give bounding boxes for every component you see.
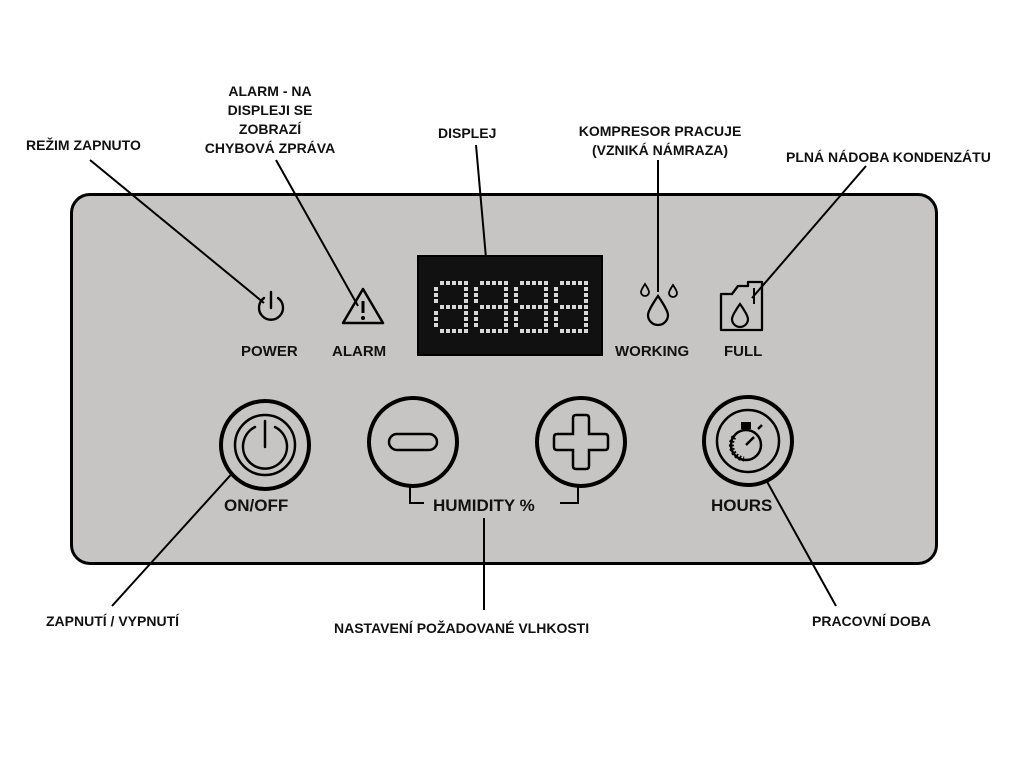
lcd-display: 8888 — [417, 255, 603, 356]
callout-on-off: ZAPNUTÍ / VYPNUTÍ — [46, 613, 180, 629]
plus-icon — [552, 413, 610, 471]
callout-working-time: PRACOVNÍ DOBA — [812, 613, 932, 629]
leader-hours — [754, 459, 837, 607]
callout-humidity-setting: NASTAVENÍ POŽADOVANÉ VLHKOSTI — [334, 620, 590, 636]
power-icon — [241, 419, 289, 470]
callout-alarm: ALARM - NA DISPLEJI SE ZOBRAZÍ CHYBOVÁ Z… — [204, 83, 336, 156]
humidity-minus-button[interactable] — [363, 395, 463, 491]
leader-alarm — [275, 159, 359, 307]
leader-display — [475, 144, 487, 259]
callout-power-mode: REŽIM ZAPNUTO — [26, 137, 141, 153]
indicator-label-power: POWER — [241, 343, 298, 360]
water-drops-icon — [640, 282, 678, 327]
stopwatch-icon — [728, 422, 763, 462]
button-label-humidity: HUMIDITY % — [433, 496, 535, 515]
leader-tank-full — [751, 165, 867, 299]
humidity-bracket — [560, 482, 579, 504]
callout-tank-full: PLNÁ NÁDOBA KONDENZÁTU — [786, 149, 991, 165]
humidity-plus-button[interactable] — [531, 395, 631, 491]
humidity-bracket — [409, 482, 424, 504]
indicator-label-full: FULL — [724, 343, 763, 360]
lcd-digits — [434, 281, 588, 333]
button-label-hours: HOURS — [711, 496, 773, 515]
button-label-on-off: ON/OFF — [224, 496, 289, 515]
lcd-digit — [514, 281, 548, 333]
on-off-button[interactable] — [215, 397, 315, 497]
callout-compressor: KOMPRESOR PRACUJE (VZNIKÁ NÁMRAZA) — [578, 123, 742, 158]
lcd-digit — [474, 281, 508, 333]
water-tank-icon — [719, 280, 764, 332]
indicator-label-alarm: ALARM — [332, 343, 387, 360]
hours-button[interactable] — [698, 393, 798, 493]
callout-display: DISPLEJ — [438, 125, 497, 141]
indicator-label-working: WORKING — [615, 343, 690, 360]
warning-triangle-icon — [341, 287, 385, 325]
power-indicator-icon — [257, 290, 285, 321]
lcd-digit — [434, 281, 468, 333]
lcd-digit — [554, 281, 588, 333]
leader-power — [89, 159, 265, 304]
minus-icon — [387, 432, 439, 452]
